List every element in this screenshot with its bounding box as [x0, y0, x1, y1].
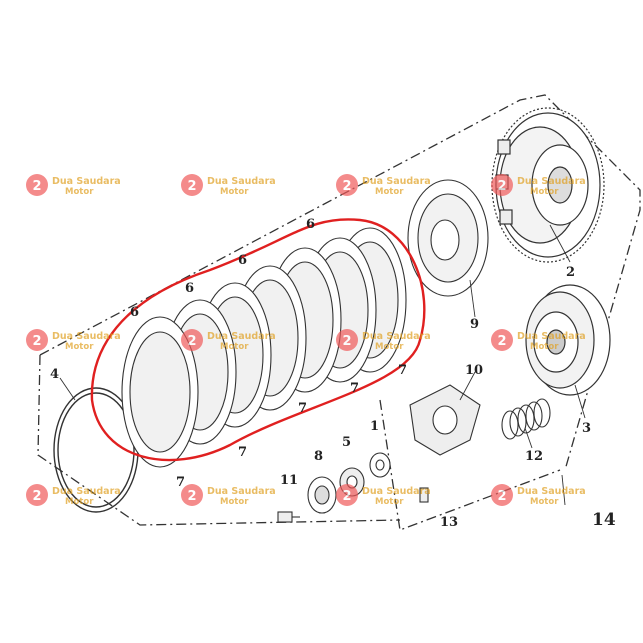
svg-text:Motor: Motor	[65, 187, 94, 197]
svg-text:2: 2	[342, 489, 351, 504]
watermark-2: 2 Dua Saudara Motor	[181, 174, 276, 197]
callout-12: 12	[525, 449, 543, 464]
callout-7b: 7	[238, 445, 247, 460]
svg-text:Motor: Motor	[65, 497, 94, 507]
leader-lines	[59, 224, 586, 506]
svg-text:2: 2	[342, 334, 351, 349]
callout-7c: 7	[298, 401, 307, 416]
svg-text:Dua Saudara: Dua Saudara	[362, 176, 431, 187]
svg-text:Dua Saudara: Dua Saudara	[362, 486, 431, 497]
callout-14: 14	[592, 510, 616, 530]
callout-7e: 7	[398, 363, 407, 378]
watermark-10: 2 Dua Saudara Motor	[181, 484, 276, 507]
callout-9: 9	[470, 317, 479, 332]
svg-text:Motor: Motor	[220, 497, 249, 507]
callout-7d: 7	[350, 381, 359, 396]
svg-text:Dua Saudara: Dua Saudara	[207, 176, 276, 187]
clutch-housing	[491, 107, 605, 263]
watermark-4: 2 Dua Saudara Motor	[491, 174, 586, 197]
svg-text:2: 2	[187, 489, 196, 504]
washer	[369, 452, 391, 478]
watermark-7: 2 Dua Saudara Motor	[336, 329, 431, 352]
bolt	[277, 511, 300, 523]
callout-6a: 6	[130, 305, 139, 320]
watermarks: 2 Dua Saudara Motor 2 Dua Saudara Motor …	[26, 174, 586, 507]
watermark-5: 2 Dua Saudara Motor	[26, 329, 121, 352]
clutch-center	[525, 284, 611, 396]
callout-6d: 6	[306, 217, 315, 232]
callouts: 1 2 3 4 5 6 6 6 6 7 7 7 7 7 8 9 10 11 12…	[50, 217, 616, 530]
svg-text:Dua Saudara: Dua Saudara	[517, 331, 586, 342]
svg-text:Motor: Motor	[530, 497, 559, 507]
callout-6b: 6	[185, 281, 194, 296]
svg-text:2: 2	[32, 334, 41, 349]
watermark-3: 2 Dua Saudara Motor	[336, 174, 431, 197]
svg-text:2: 2	[342, 179, 351, 194]
callout-1: 1	[370, 419, 379, 434]
watermark-11: 2 Dua Saudara Motor	[336, 484, 431, 507]
svg-text:Dua Saudara: Dua Saudara	[517, 176, 586, 187]
callout-8: 8	[314, 449, 323, 464]
svg-text:Dua Saudara: Dua Saudara	[207, 486, 276, 497]
svg-text:Motor: Motor	[375, 187, 404, 197]
svg-text:2: 2	[497, 334, 506, 349]
lifter-plate	[409, 384, 481, 456]
svg-text:Dua Saudara: Dua Saudara	[52, 176, 121, 187]
callout-11: 11	[280, 473, 298, 488]
callout-6c: 6	[238, 253, 247, 268]
watermark-12: 2 Dua Saudara Motor	[491, 484, 586, 507]
watermark-8: 2 Dua Saudara Motor	[491, 329, 586, 352]
watermark-1: 2 Dua Saudara Motor	[26, 174, 121, 197]
svg-text:2: 2	[32, 179, 41, 194]
callout-3: 3	[582, 421, 591, 436]
svg-text:Dua Saudara: Dua Saudara	[52, 486, 121, 497]
svg-text:2: 2	[497, 489, 506, 504]
svg-text:Dua Saudara: Dua Saudara	[362, 331, 431, 342]
callout-13: 13	[440, 515, 458, 530]
callout-4: 4	[50, 367, 59, 382]
svg-text:2: 2	[187, 179, 196, 194]
svg-text:2: 2	[32, 489, 41, 504]
svg-text:Dua Saudara: Dua Saudara	[517, 486, 586, 497]
svg-text:Motor: Motor	[375, 497, 404, 507]
svg-text:Dua Saudara: Dua Saudara	[52, 331, 121, 342]
svg-text:Motor: Motor	[65, 342, 94, 352]
svg-text:Motor: Motor	[530, 187, 559, 197]
svg-text:Motor: Motor	[220, 187, 249, 197]
svg-text:Motor: Motor	[220, 342, 249, 352]
callout-10: 10	[465, 363, 483, 378]
clutch-plate-stack	[121, 227, 407, 468]
bearing	[307, 476, 337, 514]
watermark-6: 2 Dua Saudara Motor	[181, 329, 276, 352]
callout-2: 2	[566, 265, 575, 280]
clutch-spring	[501, 398, 551, 440]
svg-text:2: 2	[497, 179, 506, 194]
svg-text:2: 2	[187, 334, 196, 349]
callout-5: 5	[342, 435, 351, 450]
drive-plate	[407, 179, 489, 297]
svg-text:Motor: Motor	[530, 342, 559, 352]
highlight-outline	[90, 218, 426, 462]
svg-text:Dua Saudara: Dua Saudara	[207, 331, 276, 342]
screw	[419, 487, 429, 503]
svg-text:Motor: Motor	[375, 342, 404, 352]
callout-7a: 7	[176, 475, 185, 490]
watermark-9: 2 Dua Saudara Motor	[26, 484, 121, 507]
